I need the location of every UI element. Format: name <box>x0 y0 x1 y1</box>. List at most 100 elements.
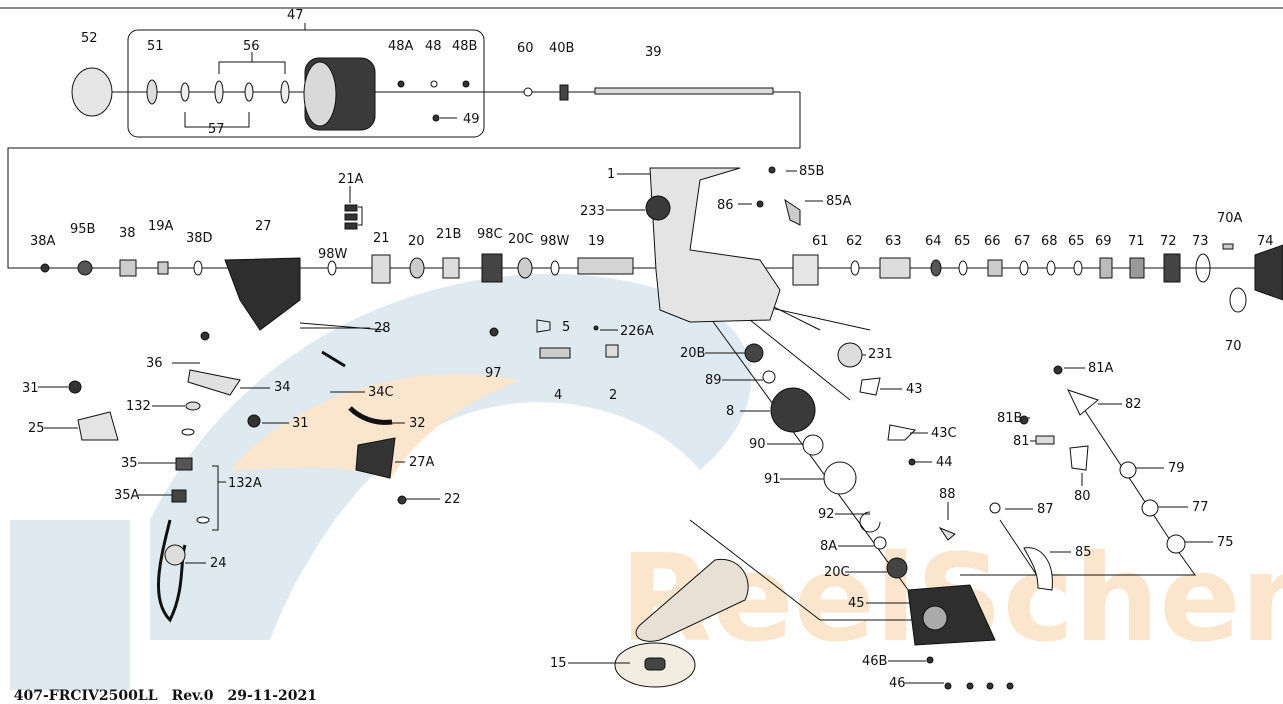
watermark-fish-shape <box>150 273 752 640</box>
spring-icon <box>432 114 440 122</box>
wire-icon <box>299 322 386 331</box>
callout-88: 88 <box>939 487 956 502</box>
callout-75: 75 <box>1217 535 1234 550</box>
callout-52: 52 <box>81 31 98 46</box>
rotor-nut-icon <box>645 195 671 221</box>
bail-wire-icon <box>157 519 187 623</box>
bearing-icon <box>409 257 425 279</box>
washer-icon <box>146 79 158 105</box>
rubber-icon <box>348 406 393 425</box>
washer-icon <box>1046 260 1056 276</box>
washer-icon <box>958 260 968 276</box>
callout-2: 2 <box>609 388 617 403</box>
callout-19A: 19A <box>148 219 174 234</box>
callout-85B: 85B <box>799 164 824 179</box>
callout-60: 60 <box>517 41 534 56</box>
callout-64: 64 <box>925 234 942 249</box>
cover-icon <box>355 437 396 479</box>
screw-icon <box>397 80 405 88</box>
spool-cap-icon <box>71 67 113 117</box>
callout-65-a: 65 <box>954 234 971 249</box>
callout-labels: 47 52 51 56 57 48A 48 48B 49 60 40B 39 1… <box>22 8 1274 691</box>
callout-98W-b: 98W <box>540 234 570 249</box>
washer-icon <box>193 260 203 276</box>
callout-95B: 95B <box>70 222 95 237</box>
handle-arm-icon <box>635 558 749 642</box>
callout-87: 87 <box>1037 502 1054 517</box>
part-66-icon <box>987 259 1003 277</box>
screw-icon <box>966 682 974 690</box>
screw-icon <box>247 414 261 428</box>
callout-85: 85 <box>1075 545 1092 560</box>
bearing-icon <box>886 557 908 579</box>
bearing-icon <box>77 260 93 276</box>
screw-icon <box>989 502 1001 514</box>
callout-89: 89 <box>705 373 722 388</box>
part-69-icon <box>1099 257 1113 279</box>
clip-icon <box>536 319 551 333</box>
washer-icon <box>523 87 533 97</box>
screw-icon <box>40 263 50 273</box>
callout-25: 25 <box>28 421 45 436</box>
callout-20C-b: 20C <box>824 565 850 580</box>
callout-86: 86 <box>717 198 734 213</box>
washer-icon <box>762 370 776 384</box>
callout-51: 51 <box>147 39 164 54</box>
circlip-icon <box>859 511 881 533</box>
line-roller-icon <box>77 411 119 441</box>
callout-40B: 40B <box>549 41 574 56</box>
main-shaft-icon <box>594 87 774 95</box>
parts <box>40 57 1283 690</box>
washer-icon <box>280 80 290 104</box>
washer-icon <box>214 80 224 104</box>
callout-27: 27 <box>255 219 272 234</box>
pawl-icon <box>539 347 571 359</box>
bearing-icon <box>175 457 193 471</box>
callout-38A: 38A <box>30 234 56 249</box>
callout-21A: 21A <box>338 172 364 187</box>
arm-lever-icon <box>784 198 801 226</box>
callout-48A: 48A <box>388 39 414 54</box>
gear-icon <box>837 342 863 368</box>
screw-icon <box>489 327 499 337</box>
bearing-icon <box>744 343 764 363</box>
revision: Rev.0 <box>171 688 214 704</box>
callout-46B: 46B <box>862 654 887 669</box>
callout-74: 74 <box>1257 234 1274 249</box>
washer-icon <box>180 82 190 102</box>
callout-39: 39 <box>645 45 662 60</box>
screw-icon <box>200 331 210 341</box>
gear-icon <box>559 84 569 101</box>
washer-icon <box>850 260 860 276</box>
drawing-date: 29-11-2021 <box>227 688 318 704</box>
oneway-clutch-icon <box>371 254 391 284</box>
callout-56: 56 <box>243 39 260 54</box>
bail-arm-icon <box>1023 547 1053 591</box>
washer-icon <box>550 260 560 276</box>
callout-49: 49 <box>463 112 480 127</box>
callout-34: 34 <box>274 380 291 395</box>
callout-24: 24 <box>210 556 227 571</box>
callout-70A: 70A <box>1217 211 1243 226</box>
callout-47: 47 <box>287 8 304 23</box>
callout-20: 20 <box>408 234 425 249</box>
washer-icon <box>196 516 210 524</box>
pinion-gear-icon <box>577 257 634 275</box>
callout-231: 231 <box>868 347 893 362</box>
callout-48: 48 <box>425 39 442 54</box>
line-roller-icon <box>1166 534 1186 554</box>
drag-knob-icon <box>1254 244 1283 301</box>
callout-92: 92 <box>818 507 835 522</box>
washer-icon <box>1073 260 1083 276</box>
washer-icon <box>244 82 254 102</box>
callout-38D: 38D <box>186 231 213 246</box>
screw-icon <box>68 380 82 394</box>
leader-lines <box>0 7 1283 621</box>
callout-81B: 81B <box>997 411 1022 426</box>
callout-1: 1 <box>607 167 615 182</box>
collar-icon <box>171 489 187 503</box>
washer-icon <box>1195 253 1211 283</box>
part-63-icon <box>879 257 911 279</box>
screw-icon <box>926 656 934 664</box>
